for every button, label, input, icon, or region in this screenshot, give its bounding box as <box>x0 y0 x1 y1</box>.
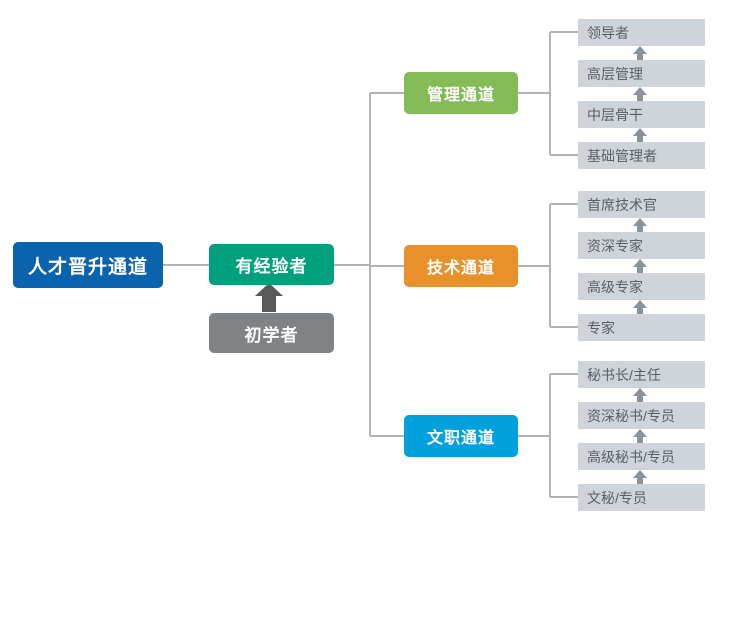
node-experienced[interactable]: 有经验者 <box>209 244 334 285</box>
leaf-technical-level-1[interactable]: 首席技术官 <box>578 191 705 218</box>
leaf-clerical-level-3[interactable]: 高级秘书/专员 <box>578 443 705 470</box>
node-root-talent-ladder[interactable]: 人才晋升通道 <box>13 242 163 288</box>
promotion-arrow-icon <box>255 283 283 312</box>
leaf-clerical-level-4[interactable]: 文秘/专员 <box>578 484 705 511</box>
node-channel-technical[interactable]: 技术通道 <box>404 245 518 287</box>
leaf-technical-level-3[interactable]: 高级专家 <box>578 273 705 300</box>
leaf-technical-level-4[interactable]: 专家 <box>578 314 705 341</box>
node-channel-management[interactable]: 管理通道 <box>404 72 518 114</box>
leaf-clerical-level-2[interactable]: 资深秘书/专员 <box>578 402 705 429</box>
node-channel-clerical[interactable]: 文职通道 <box>404 415 518 457</box>
leaf-technical-level-2[interactable]: 资深专家 <box>578 232 705 259</box>
leaf-management-level-3[interactable]: 中层骨干 <box>578 101 705 128</box>
leaf-management-level-2[interactable]: 高层管理 <box>578 60 705 87</box>
node-beginner[interactable]: 初学者 <box>209 313 334 353</box>
leaf-clerical-level-1[interactable]: 秘书长/主任 <box>578 361 705 388</box>
leaf-management-level-4[interactable]: 基础管理者 <box>578 142 705 169</box>
leaf-management-level-1[interactable]: 领导者 <box>578 19 705 46</box>
